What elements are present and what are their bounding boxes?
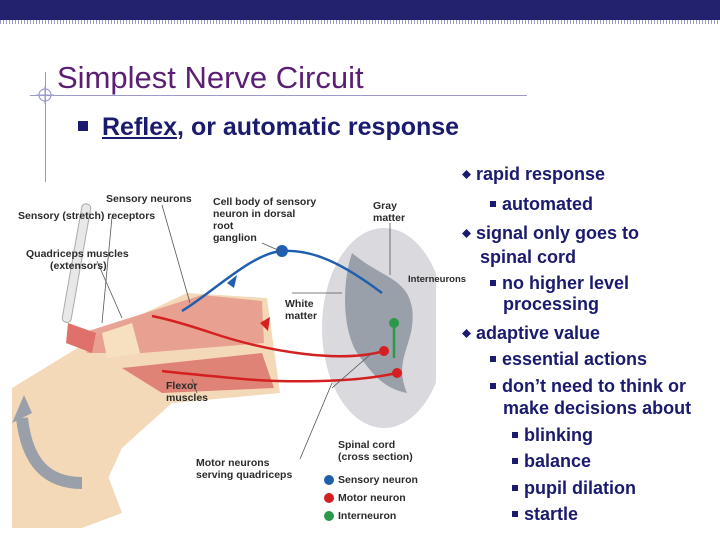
bullet-pupil: pupil dilation xyxy=(512,478,636,499)
square-bullet-icon xyxy=(490,201,496,207)
square-bullet-icon xyxy=(512,485,518,491)
label-motor-neurons-1: Motor neurons xyxy=(196,457,270,469)
sensory-arrow xyxy=(227,275,237,288)
bullet-signal: signal only goes to xyxy=(462,223,639,244)
legend-dot-sensory xyxy=(324,475,334,485)
square-bullet-icon xyxy=(490,383,496,389)
legend-inter-label: Interneuron xyxy=(338,510,397,522)
motor-neuron-path-1 xyxy=(151,314,385,358)
bullet-balance: balance xyxy=(512,451,591,472)
label-sensory-neurons: Sensory neurons xyxy=(106,193,192,205)
legend-motor-label: Motor neuron xyxy=(338,492,406,504)
label-quadriceps-1: Quadriceps muscles xyxy=(26,248,129,260)
bullet-blinking: blinking xyxy=(512,425,593,446)
label-cell-body-4: ganglion xyxy=(213,232,257,244)
leader-lines xyxy=(96,204,391,460)
title-rule xyxy=(30,95,527,96)
reflex-term: Reflex xyxy=(102,113,178,141)
bullet-dont-think-cont: make decisions about xyxy=(503,398,692,418)
legend-dot-motor xyxy=(324,493,334,503)
reflex-arc-figure: Sensory neurons Sensory (stretch) recept… xyxy=(12,183,466,529)
bullet-dont-think: don’t need to think or xyxy=(490,376,686,397)
header-dotted-strip xyxy=(0,20,720,24)
legend-dot-inter xyxy=(324,511,334,521)
bullet-automated: automated xyxy=(490,194,593,215)
square-bullet-icon xyxy=(78,121,88,131)
motor-neuron-path-2 xyxy=(161,369,398,383)
slide-subtitle: Reflex, or automatic response xyxy=(78,113,459,142)
hammer-head xyxy=(66,323,96,353)
label-spinal-cord-2: (cross section) xyxy=(338,451,413,463)
label-gray-matter-2: matter xyxy=(373,212,406,224)
diamond-bullet-icon xyxy=(462,329,471,338)
label-cell-body-3: root xyxy=(213,220,234,232)
bullet-no-higher-cont: processing xyxy=(503,294,600,314)
motor-cell-body-1 xyxy=(379,346,389,356)
bullet-adaptive: adaptive value xyxy=(462,323,600,344)
interneuron-body xyxy=(389,318,399,328)
hammer-handle xyxy=(61,203,92,323)
reflex-illustration xyxy=(12,203,436,528)
label-gray-matter-1: Gray xyxy=(373,200,397,212)
header-bar xyxy=(0,0,720,20)
leg-shape xyxy=(12,293,280,528)
flexor-shape xyxy=(122,353,274,393)
bullet-startle: startle xyxy=(512,504,578,525)
legend-sensory-label: Sensory neuron xyxy=(338,474,418,486)
label-quadriceps-2: (extensors) xyxy=(50,260,107,272)
motor-cell-body-2 xyxy=(392,368,402,378)
bullet-essential: essential actions xyxy=(490,349,647,370)
label-motor-neurons-2: serving quadriceps xyxy=(196,469,293,481)
label-interneurons: Interneurons xyxy=(408,274,467,285)
bullet-signal-cont: spinal cord xyxy=(480,247,577,267)
diamond-bullet-icon xyxy=(462,229,471,238)
square-bullet-icon xyxy=(512,458,518,464)
label-white-matter-1: White xyxy=(285,298,314,310)
movement-arrowhead xyxy=(12,395,32,423)
label-cell-body-1: Cell body of sensory xyxy=(213,196,317,208)
square-bullet-icon xyxy=(490,280,496,286)
foot-shape xyxy=(52,473,122,528)
label-flexor-1: Flexor xyxy=(166,380,198,392)
label-sensory-receptors: Sensory (stretch) receptors xyxy=(18,210,156,222)
bullet-rapid-response: rapid response xyxy=(462,164,605,185)
label-spinal-cord-1: Spinal cord xyxy=(338,439,396,451)
label-cell-body-2: neuron in dorsal xyxy=(213,208,296,220)
bullet-no-higher: no higher level xyxy=(490,273,629,294)
subtitle-rest: , or automatic response xyxy=(177,113,460,141)
diamond-bullet-icon xyxy=(462,170,471,179)
slide-title: Simplest Nerve Circuit xyxy=(57,60,364,95)
motor-arrow xyxy=(260,317,270,331)
knee-shape xyxy=(102,323,140,358)
movement-arrow xyxy=(16,417,83,489)
gray-matter-shape xyxy=(345,253,413,393)
square-bullet-icon xyxy=(512,511,518,517)
crosshair-icon xyxy=(36,86,54,104)
label-flexor-2: muscles xyxy=(166,392,209,404)
square-bullet-icon xyxy=(490,356,496,362)
left-rule xyxy=(45,72,46,182)
sensory-cell-body xyxy=(276,245,288,257)
label-white-matter-2: matter xyxy=(285,310,318,322)
square-bullet-icon xyxy=(512,432,518,438)
